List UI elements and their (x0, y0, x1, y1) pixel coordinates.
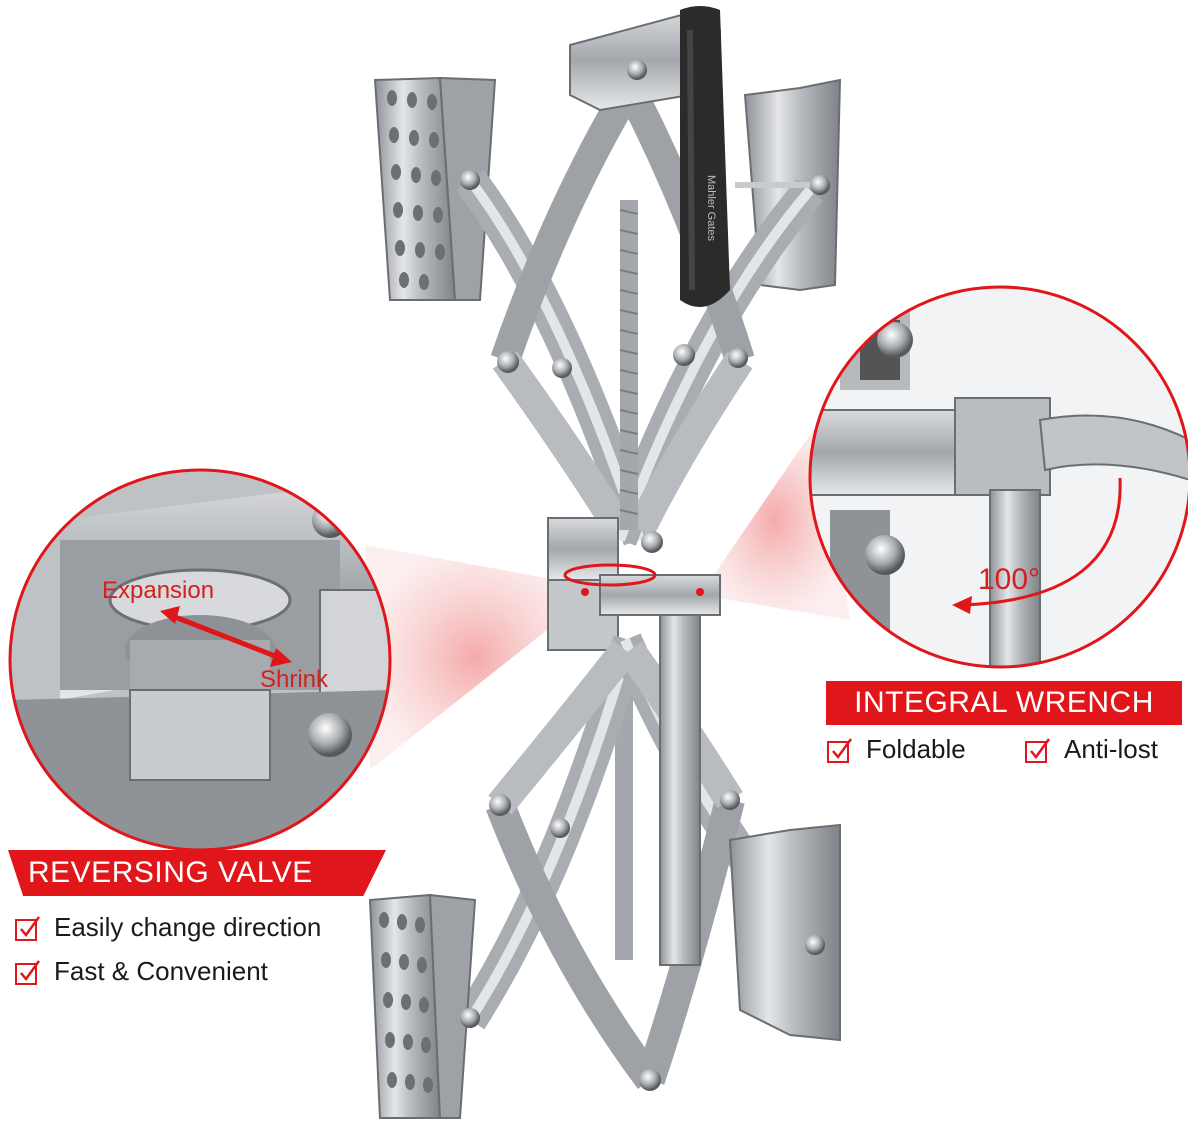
integral-wrench-title: INTEGRAL WRENCH (854, 686, 1154, 719)
check-box-icon (827, 737, 853, 763)
feature-text: Foldable (866, 734, 966, 764)
left-callout-cone (365, 545, 585, 770)
integral-wrench-closeup (808, 285, 1188, 669)
integral-wrench-banner: INTEGRAL WRENCH (826, 681, 1182, 725)
feature-text: Fast & Convenient (54, 956, 268, 986)
lower-scissor (368, 614, 841, 1119)
foot-plate-holes (387, 90, 445, 290)
folded-wrench (659, 614, 701, 966)
reversing-block (547, 517, 721, 651)
upper-scissor (373, 6, 842, 553)
feature-easily-change-direction: Easily change direction (14, 912, 321, 943)
angle-label: 100° (978, 563, 1041, 596)
handle-brand-text: Mahler Gates (705, 175, 717, 242)
reversing-valve-closeup (8, 468, 392, 852)
feature-fast-convenient: Fast & Convenient (14, 956, 268, 987)
check-box-icon (1025, 737, 1051, 763)
rotation-arrow-icon (959, 477, 1122, 607)
expansion-label: Expansion (102, 577, 215, 604)
feature-anti-lost: Anti-lost (1024, 734, 1158, 765)
double-arrow-icon (160, 606, 292, 667)
check-box-icon (15, 959, 41, 985)
check-box-icon (15, 915, 41, 941)
feature-foldable: Foldable (826, 734, 966, 765)
feature-text: Easily change direction (54, 912, 322, 942)
reversing-valve-banner: REVERSING VALVE (8, 850, 386, 896)
shrink-label: Shrink (260, 666, 329, 693)
feature-text: Anti-lost (1064, 734, 1158, 764)
reversing-valve-title: REVERSING VALVE (28, 856, 313, 889)
